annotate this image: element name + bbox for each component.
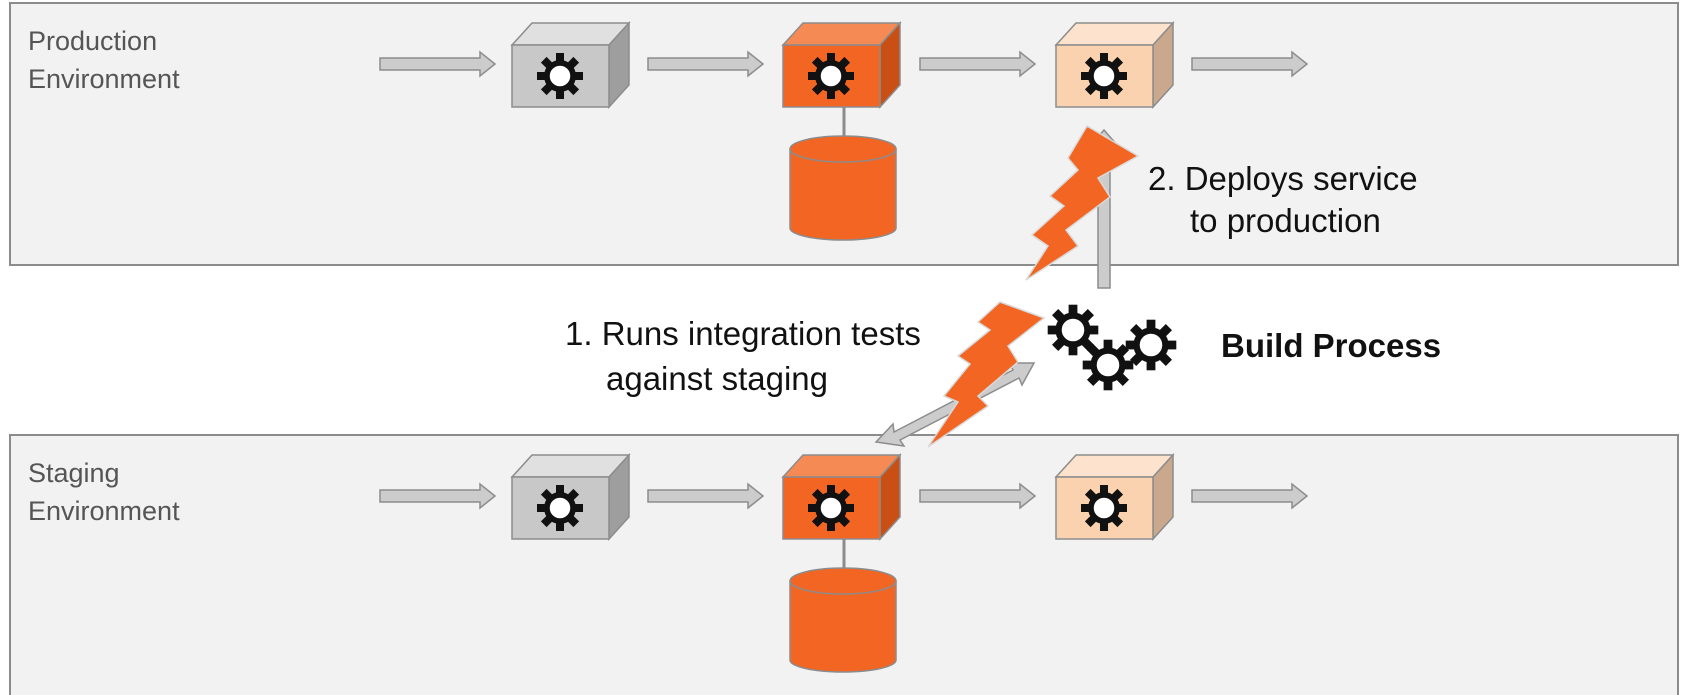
production-label-line2: Environment (28, 64, 180, 94)
step1-label-line1: 1. Runs integration tests (565, 315, 921, 352)
gear-icon (807, 52, 855, 100)
step2-label-line2: to production (1190, 202, 1381, 239)
production-service-peach-cube-icon (1054, 21, 1175, 109)
production-service-orange-cube-icon (781, 21, 902, 109)
production-database-cylinder-icon (789, 135, 897, 241)
production-label-line1: Production (28, 26, 157, 56)
build-process-label: Build Process (1221, 327, 1441, 364)
integration-test-arrow (874, 362, 1036, 447)
gear-icon (1080, 484, 1128, 532)
build-process-gears-icon (1046, 303, 1178, 392)
step1-label-line2: against staging (606, 360, 828, 397)
deploy-lightning-bolt-icon (1025, 124, 1140, 281)
staging-service-orange-cube-icon (781, 453, 902, 541)
gear-icon (536, 484, 584, 532)
staging-service-peach-cube-icon (1054, 453, 1175, 541)
staging-label-line1: Staging (28, 458, 120, 488)
production-environment-panel: Production Environment (9, 2, 1679, 266)
gear-icon (807, 484, 855, 532)
integration-lightning-bolt-icon (927, 301, 1046, 448)
staging-label-line2: Environment (28, 496, 180, 526)
staging-environment-panel: Staging Environment (9, 434, 1679, 695)
gear-icon (1124, 318, 1178, 372)
step2-label-line1: 2. Deploys service (1148, 160, 1418, 197)
staging-database-cylinder-icon (789, 567, 897, 673)
gear-icon (536, 52, 584, 100)
production-service-gray-cube-icon (510, 21, 631, 109)
gear-icon (1080, 52, 1128, 100)
staging-service-gray-cube-icon (510, 453, 631, 541)
